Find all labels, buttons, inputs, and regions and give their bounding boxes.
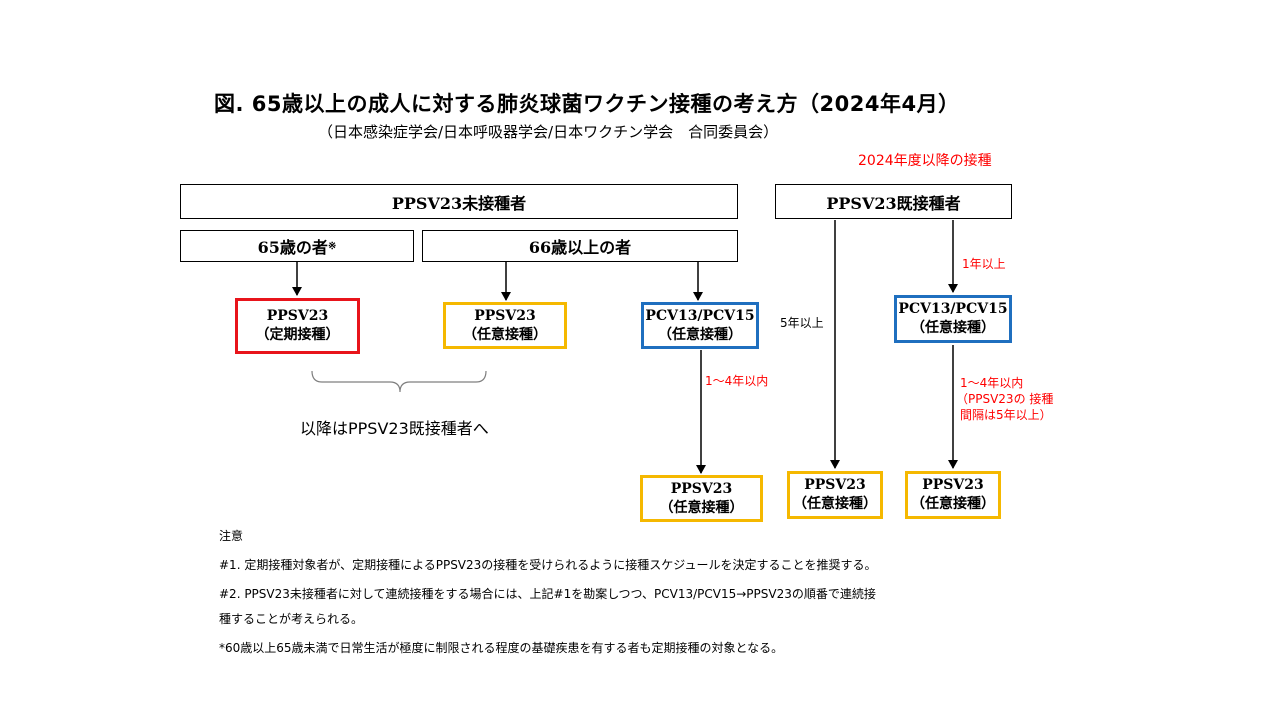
box-vaccine-type: （任意接種） (658, 326, 742, 343)
interval-label-1to4-left: 1～4年以内 (705, 374, 769, 388)
optional-pcv-box-left: PCV13/PCV15 （任意接種） (641, 302, 759, 349)
routine-ppsv23-box: PPSV23 （定期接種） (235, 298, 360, 354)
interval-label-1to4-right: 1～4年以内 (960, 376, 1024, 390)
bottom-ppsv23-box-1: PPSV23 （任意接種） (640, 475, 763, 522)
box-vaccine-name: PPSV23 (670, 480, 733, 497)
header-age66-label: 66歳以上の者 (528, 238, 632, 257)
header-age65: 65歳の者※ (180, 230, 414, 262)
box-vaccine-type: （任意接種） (793, 496, 877, 512)
header-age66: 66歳以上の者 (422, 230, 738, 262)
interval-note-line1: （PPSV23の 接種 (956, 392, 1054, 406)
header-unvaccinated-label: PPSV23未接種者 (391, 193, 527, 213)
box-vaccine-name: PPSV23 (922, 477, 984, 493)
bottom-ppsv23-box-2: PPSV23 （任意接種） (787, 471, 883, 519)
box-vaccine-type: （任意接種） (911, 496, 995, 512)
notes-section: 注意 #1. 定期接種対象者が、定期接種によるPPSV23の接種を受けられるよう… (219, 522, 876, 663)
header-unvaccinated: PPSV23未接種者 (180, 184, 738, 219)
brace-caption: 以降はPPSV23既接種者へ (300, 419, 489, 438)
box-vaccine-type: （任意接種） (911, 320, 995, 336)
box-vaccine-type: （任意接種） (659, 499, 744, 516)
box-vaccine-name: PCV13/PCV15 (898, 301, 1008, 317)
box-vaccine-type: （任意接種） (463, 326, 547, 343)
note-1: #1. 定期接種対象者が、定期接種によるPPSV23の接種を受けられるように接種… (219, 558, 877, 572)
bottom-ppsv23-box-3: PPSV23 （任意接種） (905, 471, 1001, 519)
page-title: 図. 65歳以上の成人に対する肺炎球菌ワクチン接種の考え方（2024年4月） (214, 92, 960, 116)
notes-heading: 注意 (219, 529, 244, 543)
box-vaccine-name: PPSV23 (266, 308, 329, 324)
interval-label-1plus: 1年以上 (962, 257, 1006, 271)
note-2-line1: #2. PPSV23未接種者に対して連続接種をする場合には、上記#1を勘案しつつ… (219, 587, 876, 601)
header-age65-label: 65歳の者 (257, 238, 328, 257)
age65-footnote-mark: ※ (327, 240, 337, 252)
note-3: *60歳以上65歳未満で日常生活が極度に制限される程度の基礎疾患を有する者も定期… (219, 641, 784, 655)
box-vaccine-type: （定期接種） (255, 327, 340, 343)
page-subtitle: （日本感染症学会/日本呼吸器学会/日本ワクチン学会 合同委員会） (318, 123, 779, 141)
fiscal-year-note: 2024年度以降の接種 (858, 153, 992, 169)
optional-ppsv23-box: PPSV23 （任意接種） (443, 302, 567, 349)
note-2-line2: 種することが考えられる。 (219, 612, 364, 626)
interval-label-5plus: 5年以上 (780, 316, 824, 330)
box-vaccine-name: PCV13/PCV15 (645, 307, 755, 324)
box-vaccine-name: PPSV23 (804, 477, 866, 493)
optional-pcv-box-right: PCV13/PCV15 （任意接種） (894, 295, 1012, 343)
header-vaccinated-label: PPSV23既接種者 (826, 193, 961, 213)
box-vaccine-name: PPSV23 (474, 307, 536, 324)
grouping-brace (311, 370, 487, 393)
header-vaccinated: PPSV23既接種者 (775, 184, 1012, 219)
interval-note-line2: 間隔は5年以上） (960, 408, 1052, 422)
